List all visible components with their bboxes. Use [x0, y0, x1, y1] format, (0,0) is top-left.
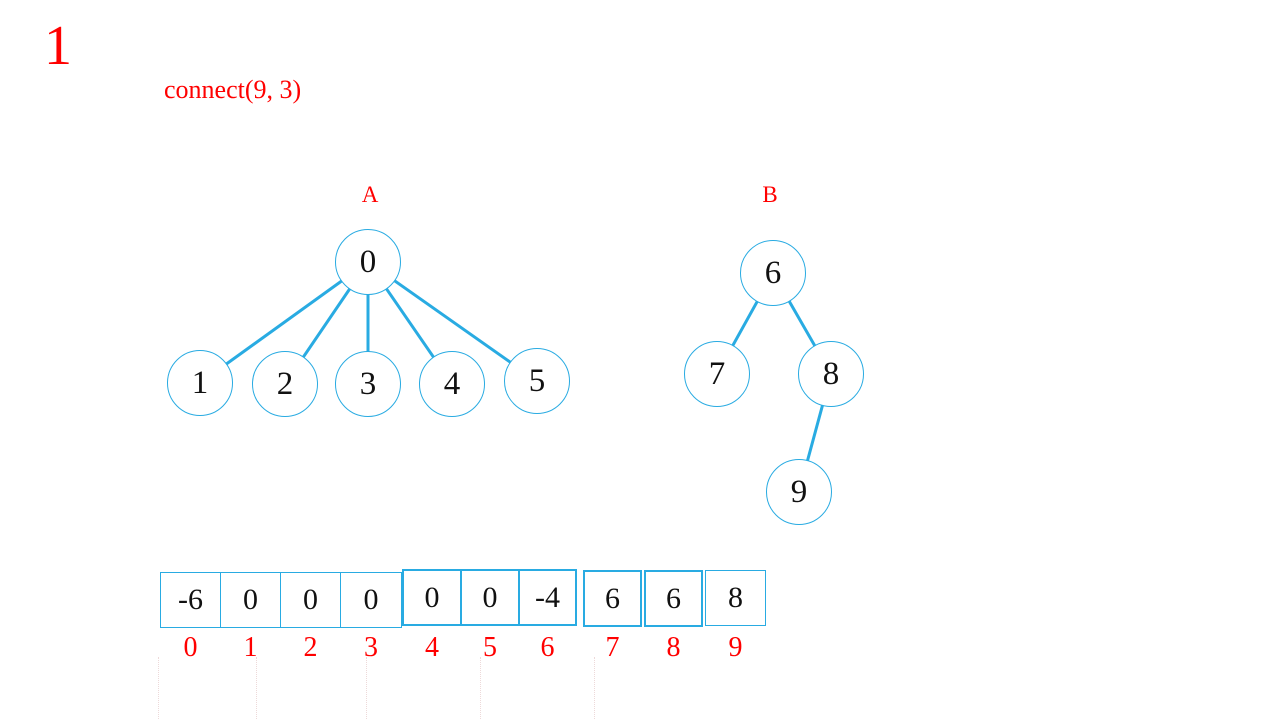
array-index-6: 6 [540, 632, 555, 663]
array-cell-6: -4 [518, 569, 577, 626]
faint-guide-line [480, 657, 481, 719]
array-index-9: 9 [728, 632, 743, 663]
array-cell-5: 0 [460, 569, 520, 626]
array-cell-8: 6 [644, 570, 703, 627]
array-cell-3: 0 [340, 572, 402, 628]
array-cell-1: 0 [220, 572, 281, 628]
array-cell-4: 0 [402, 569, 462, 626]
array-index-3: 3 [364, 632, 378, 663]
faint-guide-line [366, 657, 367, 719]
array-cell-2: 0 [280, 572, 341, 628]
array-index-0: 0 [183, 632, 198, 663]
step-number: 1 [44, 15, 72, 77]
array-index-5: 5 [483, 632, 497, 663]
tree-a-node-3: 3 [335, 351, 401, 417]
tree-b-node-8: 8 [798, 341, 864, 407]
tree-a-node-2: 2 [252, 351, 318, 417]
faint-guide-line [256, 657, 257, 719]
array-index-1: 1 [243, 632, 258, 663]
array-cell-9: 8 [705, 570, 766, 626]
tree-a-node-0: 0 [335, 229, 401, 295]
faint-guide-line [158, 657, 159, 719]
array-index-8: 8 [666, 632, 681, 663]
tree-a-node-5: 5 [504, 348, 570, 414]
array-index-7: 7 [605, 632, 620, 663]
tree-a-node-4: 4 [419, 351, 485, 417]
operation-label: connect(9, 3) [164, 75, 302, 104]
tree-b-node-6: 6 [740, 240, 806, 306]
faint-guide-line [594, 657, 595, 719]
tree-b-node-7: 7 [684, 341, 750, 407]
tree-a-node-1: 1 [167, 350, 233, 416]
tree-b-node-9: 9 [766, 459, 832, 525]
array-cell-0: -6 [160, 572, 221, 628]
array-index-2: 2 [303, 632, 318, 663]
array-cell-7: 6 [583, 570, 642, 627]
tree-a-label: A [361, 182, 379, 207]
array-index-4: 4 [425, 632, 439, 663]
tree-b-label: B [762, 182, 778, 207]
